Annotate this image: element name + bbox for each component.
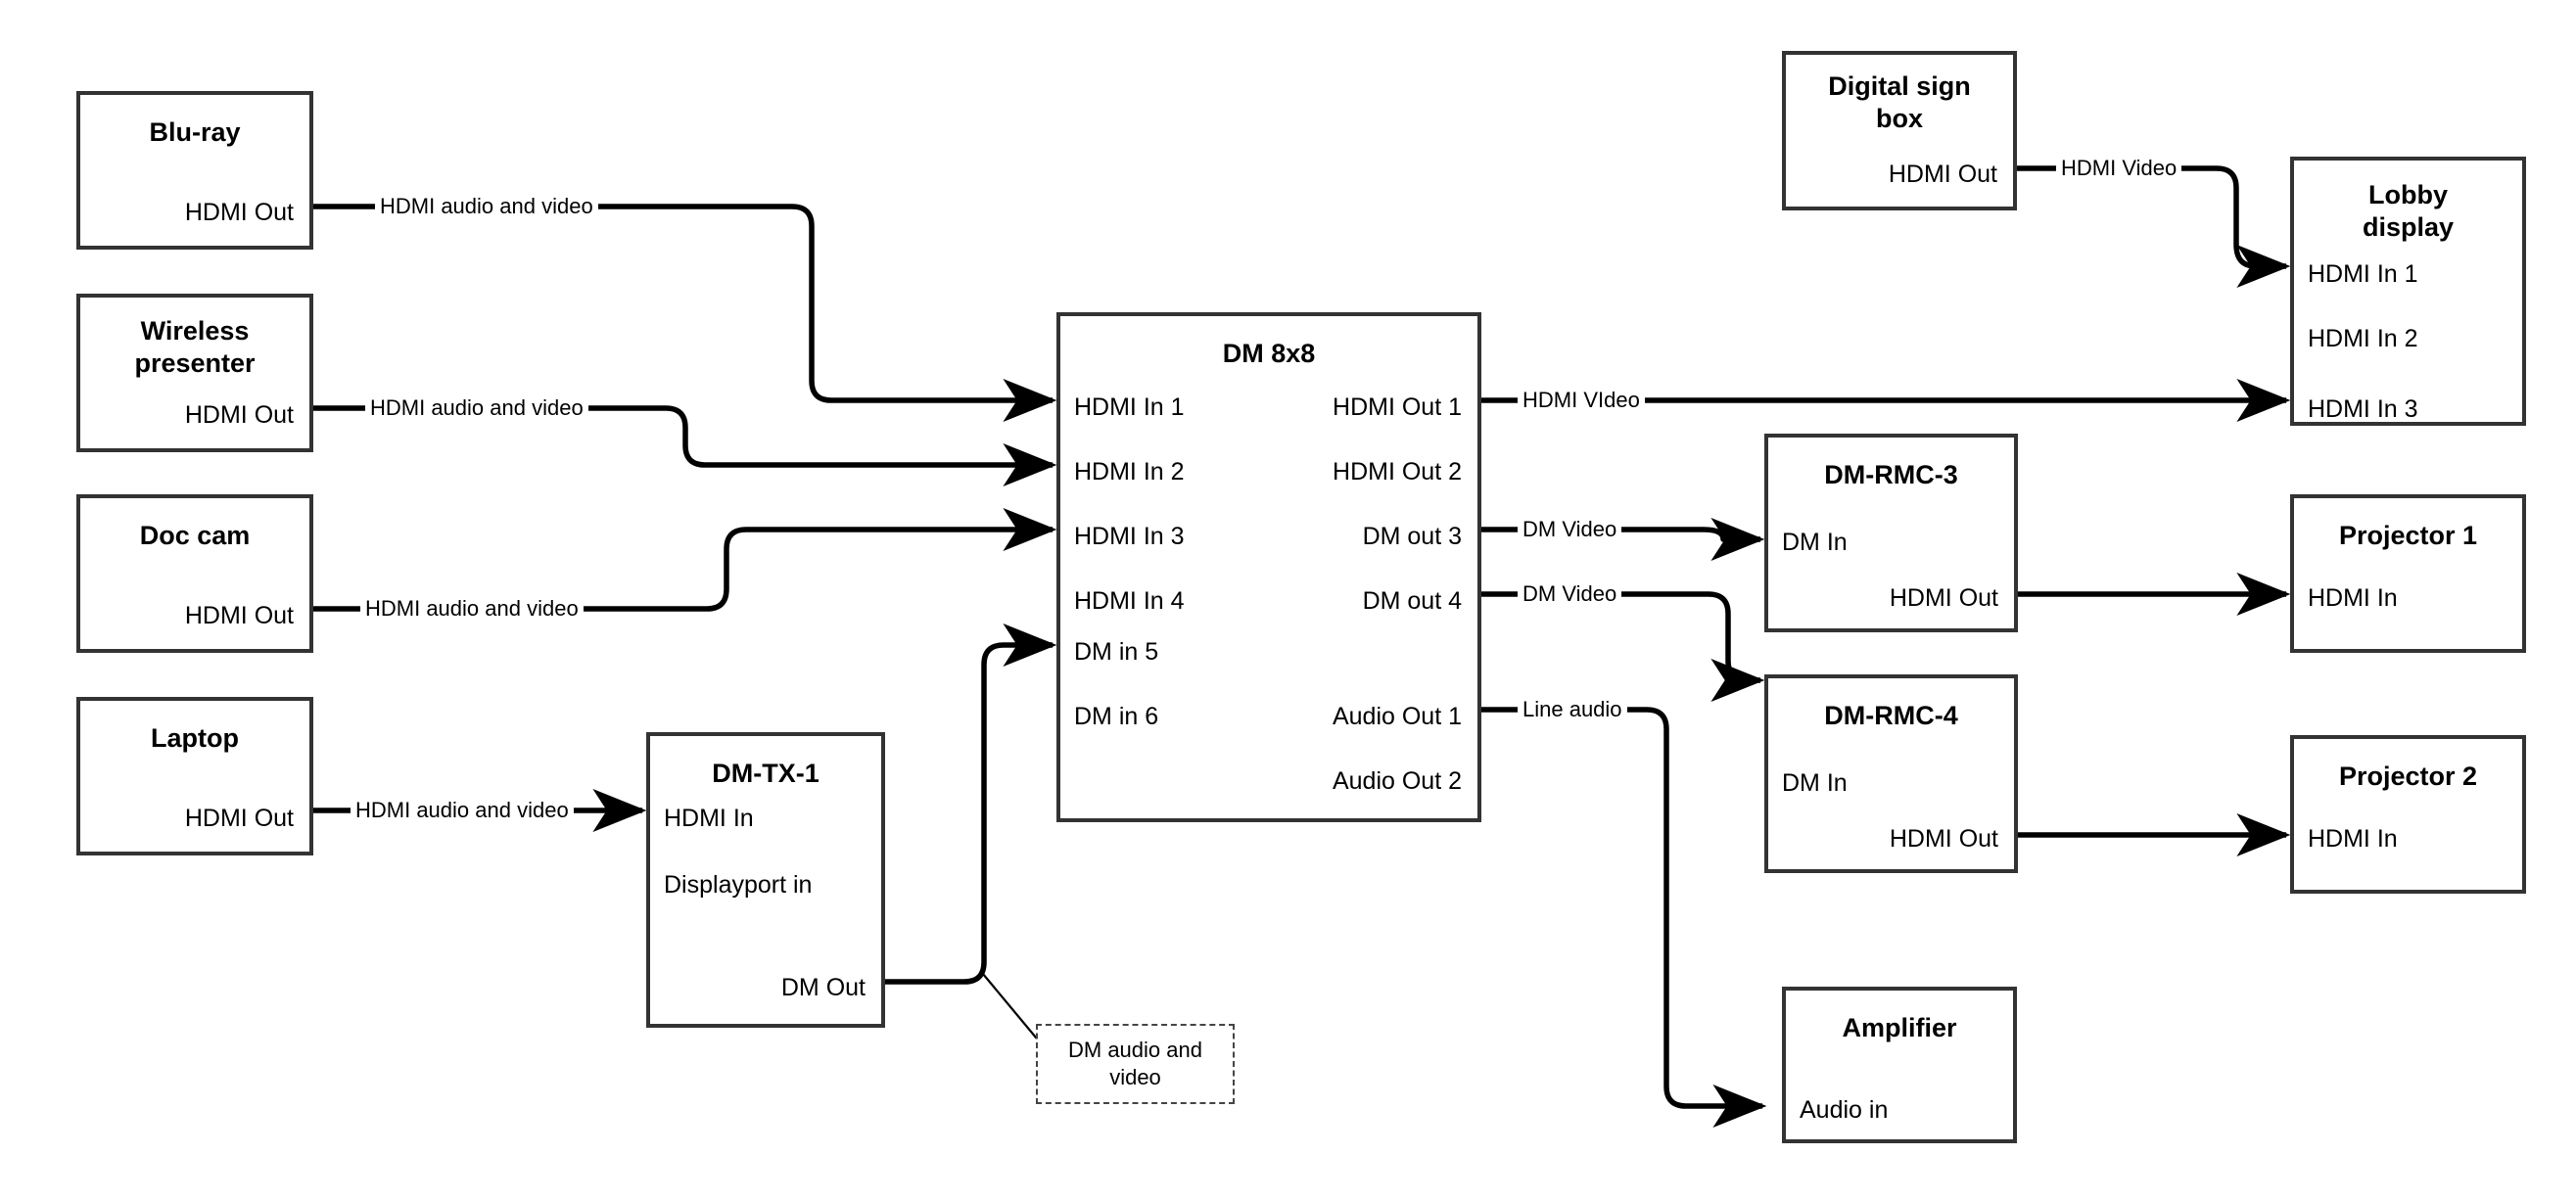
node-amplifier-title: Amplifier <box>1842 1013 1957 1042</box>
node-laptop[interactable]: Laptop HDMI Out <box>76 697 313 855</box>
wire-audioout1-to-amplifier <box>1481 707 1767 1128</box>
wire-label-laptop-to-dmtx1: HDMI audio and video <box>351 800 574 821</box>
node-dm-8x8-output-hdmi-out-1: HDMI Out 1 <box>1333 393 1462 421</box>
node-wireless-presenter-title-line2: presenter <box>134 348 256 378</box>
node-dm-8x8-output-dm-out-4: DM out 4 <box>1362 587 1462 615</box>
node-bluray-port-hdmi-out: HDMI Out <box>184 199 294 226</box>
node-digital-sign-box-port-hdmi-out: HDMI Out <box>1888 161 1997 188</box>
node-laptop-title: Laptop <box>151 723 239 753</box>
node-dm-rmc-4-port-hdmi-out: HDMI Out <box>1889 825 1998 853</box>
node-lobby-display-input-hdmi-in-3: HDMI In 3 <box>2308 395 2418 423</box>
node-laptop-port-hdmi-out: HDMI Out <box>184 805 294 832</box>
node-doc-cam-port-hdmi-out: HDMI Out <box>184 602 294 629</box>
node-dm-tx-1-port-hdmi-in: HDMI In <box>664 805 754 832</box>
node-dm-tx-1-port-dm-out: DM Out <box>780 974 866 1001</box>
node-dm-rmc-3[interactable]: DM-RMC-3 DM In HDMI Out <box>1764 434 2018 632</box>
node-dm-8x8[interactable]: DM 8x8 HDMI In 1 HDMI In 2 HDMI In 3 HDM… <box>1056 312 1481 822</box>
wire-dmtx1-to-dm-in5 <box>885 624 1057 985</box>
node-projector-1-title: Projector 1 <box>2338 521 2478 550</box>
node-lobby-display-input-hdmi-in-2: HDMI In 2 <box>2308 325 2418 352</box>
node-dm-rmc-4-title: DM-RMC-4 <box>1824 701 1958 730</box>
wire-label-dmout4-to-rmc4: DM Video <box>1518 583 1622 605</box>
node-wireless-presenter-port-hdmi-out: HDMI Out <box>184 401 294 429</box>
node-dm-rmc-3-title: DM-RMC-3 <box>1824 460 1958 489</box>
node-digital-sign-box[interactable]: Digital sign box HDMI Out <box>1782 51 2017 210</box>
wire-label-wireless-to-dm-in2: HDMI audio and video <box>365 397 588 419</box>
node-dm-8x8-input-dm-in-6: DM in 6 <box>1074 703 1159 730</box>
node-lobby-display-title-line2: display <box>2362 212 2455 242</box>
node-dm-tx-1-port-displayport-in: Displayport in <box>664 871 813 899</box>
node-dm-8x8-output-hdmi-out-2: HDMI Out 2 <box>1333 458 1462 485</box>
node-dm-8x8-input-hdmi-in-1: HDMI In 1 <box>1074 393 1185 421</box>
callout-dm-audio-and-video: DM audio and video <box>1036 1024 1235 1104</box>
node-projector-1-port-hdmi-in: HDMI In <box>2308 584 2398 612</box>
node-dm-8x8-input-hdmi-in-2: HDMI In 2 <box>1074 458 1185 485</box>
node-digital-sign-box-title-line2: box <box>1875 104 1923 133</box>
node-projector-2-title: Projector 2 <box>2338 762 2478 791</box>
node-projector-2[interactable]: Projector 2 HDMI In <box>2290 735 2526 894</box>
callout-line1: DM audio and <box>1068 1038 1202 1062</box>
wire-dmout4-to-rmc4 <box>1481 591 1765 702</box>
node-dm-8x8-output-audio-out-1: Audio Out 1 <box>1332 703 1462 730</box>
node-dm-rmc-4-port-dm-in: DM In <box>1782 769 1848 797</box>
node-wireless-presenter[interactable]: Wireless presenter HDMI Out <box>76 294 313 452</box>
wire-label-sign-to-lobby-in1: HDMI Video <box>2056 158 2182 179</box>
wire-label-audioout1-to-amplifier: Line audio <box>1518 699 1627 720</box>
node-dm-rmc-3-port-dm-in: DM In <box>1782 529 1848 556</box>
wire-sign-to-lobby-in1 <box>2017 165 2291 288</box>
wire-bluray-to-dm-in1 <box>313 204 1057 422</box>
node-lobby-display[interactable]: Lobby display HDMI In 1 HDMI In 2 HDMI I… <box>2290 157 2526 426</box>
node-lobby-display-title-line1: Lobby <box>2368 180 2448 209</box>
node-projector-2-port-hdmi-in: HDMI In <box>2308 825 2398 853</box>
node-doc-cam[interactable]: Doc cam HDMI Out <box>76 494 313 653</box>
wire-label-doccam-to-dm-in3: HDMI audio and video <box>360 598 584 620</box>
node-digital-sign-box-title-line1: Digital sign <box>1828 71 1971 101</box>
wire-label-dmout3-to-rmc3: DM Video <box>1518 519 1622 540</box>
node-dm-8x8-output-audio-out-2: Audio Out 2 <box>1332 767 1462 795</box>
node-amplifier-port-audio-in: Audio in <box>1800 1096 1889 1124</box>
node-bluray[interactable]: Blu-ray HDMI Out <box>76 91 313 250</box>
node-lobby-display-input-hdmi-in-1: HDMI In 1 <box>2308 260 2418 288</box>
node-dm-8x8-input-hdmi-in-4: HDMI In 4 <box>1074 587 1185 615</box>
wire-label-bluray-to-dm-in1: HDMI audio and video <box>375 196 598 217</box>
node-dm-rmc-3-port-hdmi-out: HDMI Out <box>1889 584 1998 612</box>
callout-line2: video <box>1109 1064 1161 1089</box>
node-dm-8x8-output-dm-out-3: DM out 3 <box>1362 523 1462 550</box>
node-bluray-title: Blu-ray <box>149 117 241 147</box>
node-projector-1[interactable]: Projector 1 HDMI In <box>2290 494 2526 653</box>
node-amplifier[interactable]: Amplifier Audio in <box>1782 987 2017 1143</box>
node-dm-rmc-4[interactable]: DM-RMC-4 DM In HDMI Out <box>1764 674 2018 873</box>
node-dm-8x8-title: DM 8x8 <box>1222 339 1316 368</box>
node-doc-cam-title: Doc cam <box>139 521 251 550</box>
node-dm-tx-1-title: DM-TX-1 <box>712 759 820 788</box>
node-wireless-presenter-title-line1: Wireless <box>140 316 250 346</box>
wire-label-dmout1-to-lobby-in3: HDMI VIdeo <box>1518 390 1645 411</box>
node-dm-8x8-input-dm-in-5: DM in 5 <box>1074 638 1159 666</box>
node-dm-tx-1[interactable]: DM-TX-1 HDMI In Displayport in DM Out <box>646 732 885 1028</box>
node-dm-8x8-input-hdmi-in-3: HDMI In 3 <box>1074 523 1185 550</box>
